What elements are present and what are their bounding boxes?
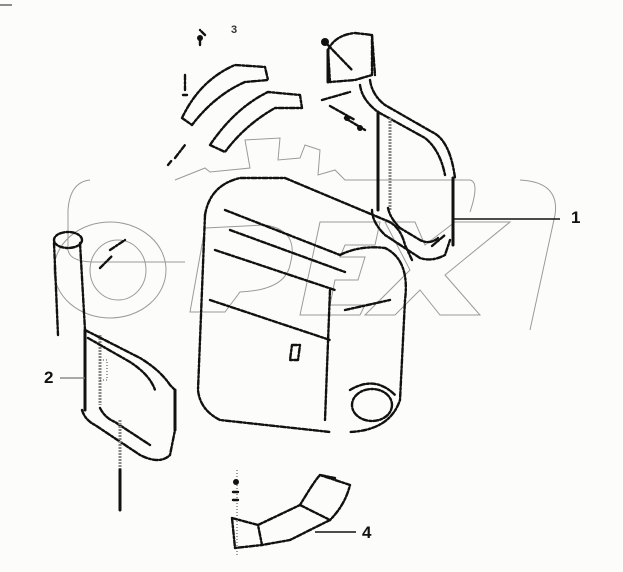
muffler-body [196, 176, 414, 434]
watermark-opex [53, 137, 557, 331]
corner-mark [0, 4, 12, 6]
part-2-left-pipe [52, 230, 177, 512]
callout-2: 2 [44, 368, 54, 387]
callout-4: 4 [362, 523, 372, 542]
part-3-strap-clamps [166, 28, 304, 167]
part-4-bracket [230, 470, 352, 555]
callout-3: 3 [231, 24, 238, 36]
part-1-right-pipe [320, 31, 457, 261]
callout-1: 1 [571, 208, 581, 227]
